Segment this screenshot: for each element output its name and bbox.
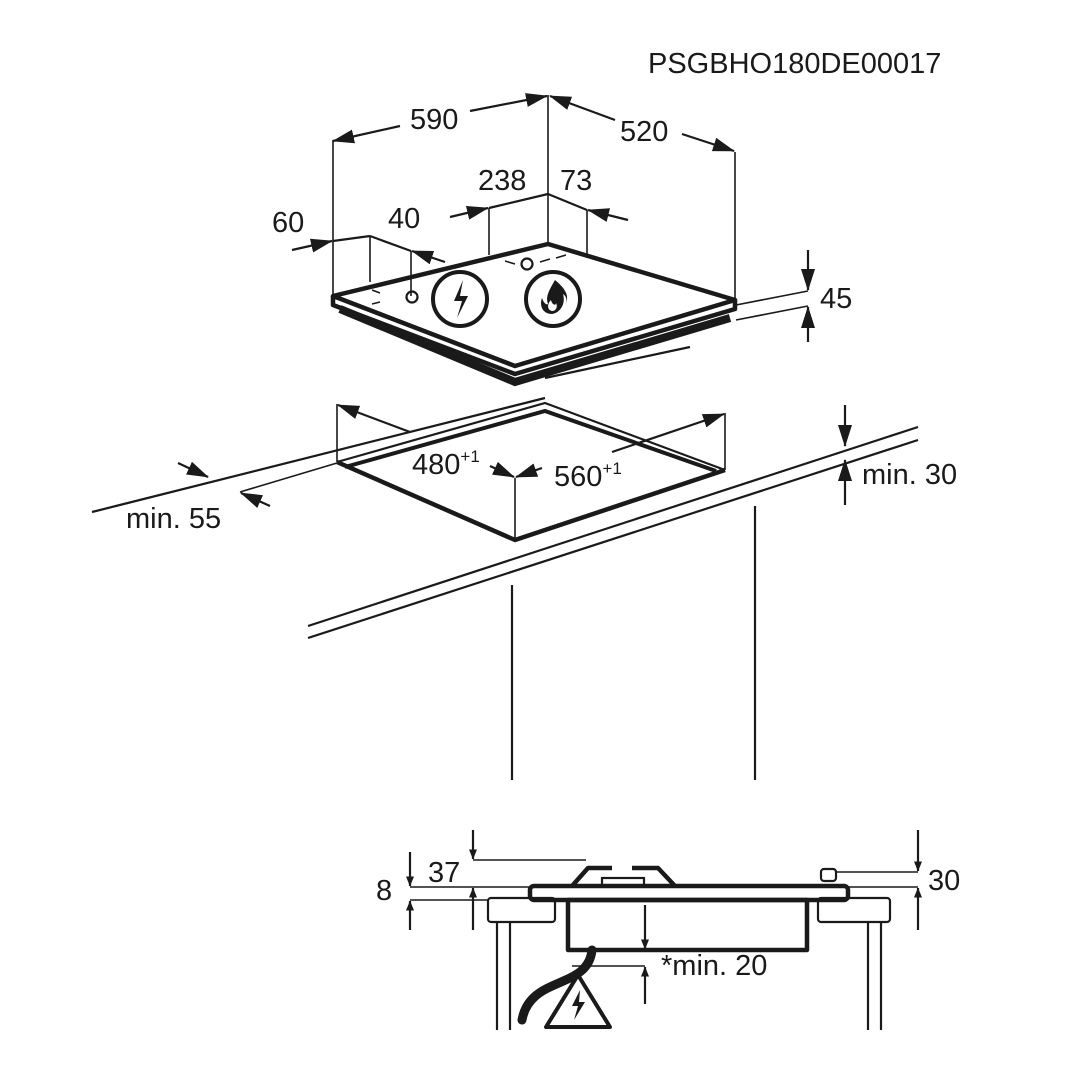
electric-zone-icon — [431, 270, 489, 328]
cutout-back-edge — [336, 401, 726, 472]
dim-cutout-width-label: 560+1 — [554, 459, 622, 493]
dim-support-height-label: 37 — [428, 857, 460, 889]
knob-marker — [520, 257, 534, 271]
dim-plate-label: 8 — [376, 875, 392, 907]
control-knob — [819, 867, 838, 883]
knob-marker — [405, 290, 419, 304]
dimension-arrow — [449, 206, 489, 220]
dimension-arrow — [332, 124, 401, 144]
extension-line — [239, 462, 338, 493]
dim-back-margin-label: min. 30 — [862, 459, 957, 491]
dim-burner-offset-label: 238 — [478, 165, 526, 197]
dimension-arrow — [681, 132, 735, 153]
dim-knob-height-label: 30 — [928, 865, 960, 897]
dim-front-margin-label: min. 55 — [126, 503, 221, 535]
dim-width-label: 590 — [410, 104, 458, 136]
dimension-arrow — [240, 491, 271, 508]
hob-edge — [330, 296, 738, 377]
dim-depth-label: 520 — [620, 116, 668, 148]
worktop-left — [486, 896, 557, 924]
dim-height-label: 45 — [820, 283, 852, 315]
dim-knob-spacing-label: 40 — [388, 203, 420, 235]
dimension-arrow — [611, 412, 725, 454]
shadow-line — [544, 345, 691, 380]
dimension-arrow — [177, 461, 209, 478]
extension-line — [735, 290, 809, 306]
dimension-line — [332, 234, 371, 243]
dashed-marks — [371, 254, 567, 305]
dim-cutout-depth-label: 480+1 — [412, 447, 480, 481]
cutout-inner-edge — [344, 408, 717, 473]
gas-flame-icon — [524, 270, 582, 328]
dim-knob-side-label: 60 — [272, 207, 304, 239]
dimension-arrow — [337, 403, 411, 434]
worktop-front-edge — [307, 425, 919, 628]
worktop-back-edge — [91, 396, 546, 514]
side-view-drawing: 8 37 30 *min. 20 — [376, 830, 960, 1030]
power-cable — [517, 945, 597, 1025]
dim-burner-back-label: 73 — [560, 165, 592, 197]
cutout-front-edge — [336, 459, 726, 543]
model-code: PSGBHO180DE00017 — [648, 48, 941, 80]
cutout-drawing: 480+1 560+1 min. 55 min. 30 — [91, 396, 957, 780]
dimension-line — [547, 192, 588, 212]
hob-plate — [527, 883, 851, 903]
worktop-front-edge — [307, 438, 919, 640]
electric-hazard-icon — [544, 973, 612, 1029]
dimension-arrow — [587, 208, 629, 222]
hob-body — [565, 897, 810, 953]
extension-line — [735, 305, 809, 321]
dimension-arrow — [489, 461, 515, 478]
hob-underside — [338, 305, 732, 387]
dimension-arrow — [411, 249, 446, 265]
burner-cap — [600, 876, 646, 888]
pan-support — [570, 865, 677, 888]
dimension-arrow — [291, 238, 333, 253]
hob-top-surface — [330, 241, 738, 369]
dimension-arrow — [549, 94, 616, 122]
dimension-arrow — [515, 463, 543, 479]
hob-drawing: 590 520 238 73 60 40 45 — [272, 93, 852, 387]
dimension-line — [488, 192, 549, 210]
dimension-line — [369, 234, 412, 253]
dimension-arrow — [469, 93, 548, 113]
dim-clearance-label: *min. 20 — [661, 950, 767, 982]
worktop-right — [816, 896, 892, 924]
